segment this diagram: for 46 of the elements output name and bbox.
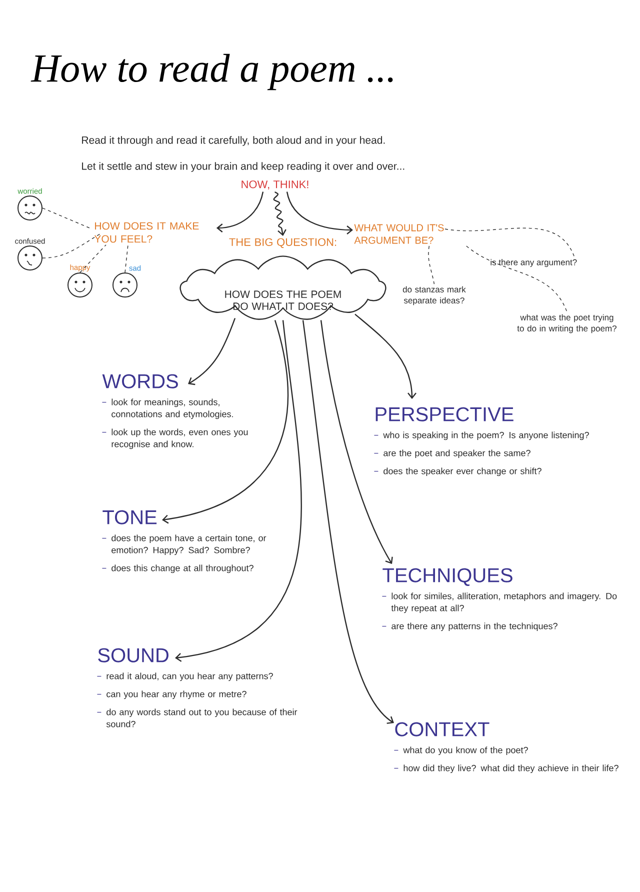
intro-text: Let it settle and stew in your brain and keep reading it over and over... [82, 162, 404, 172]
bullet-text: who is speaking in the poem? Is anyone listening? [374, 432, 589, 440]
bullet-text: look for similes, alliteration, metaphors and imagery. Do they repeat at all? [382, 592, 617, 614]
section-heading: SOUND [98, 648, 168, 662]
bullet-text: does the poem have a certain tone, or emotion? Happy? Sad? Sombre? [102, 534, 266, 556]
arrow [286, 192, 353, 234]
note-text: what was the poet trying to do in writing the poem? [517, 314, 616, 334]
bullet-text: can you hear any rhyme or metre? [96, 690, 246, 700]
bullet-text: does the speaker ever change or shift? [374, 468, 542, 476]
bullet-text: look up the words, even ones you recognise and know. [102, 428, 248, 450]
intro-text: Read it through and read it carefully, both aloud and in your head. [82, 136, 385, 146]
connector-line [124, 244, 128, 273]
arrow [354, 314, 416, 400]
section-heading: PERSPECTIVE [376, 407, 514, 422]
bullet-text: does this change at all throughout? [102, 564, 254, 574]
connector-line [42, 234, 100, 258]
bullet-text: are the poet and speaker the same? [374, 450, 530, 458]
bullet-text: what do you know of the poet? [394, 746, 528, 756]
connector-line [444, 228, 575, 258]
question-text: HOW DOES THE POEM DO WHAT IT DOES? [225, 290, 341, 310]
bullet-text: are there any patterns in the techniques? [382, 622, 558, 632]
bullet-text: look for meanings, sounds, connotations and etymologies. [102, 398, 233, 420]
connector-line [42, 208, 92, 230]
note-text: do stanzas mark separate ideas? [402, 286, 466, 306]
section-heading: CONTEXT [395, 722, 490, 736]
connector-line [466, 246, 568, 312]
arrow [175, 320, 302, 662]
bullet-text: do any words stand out to you because of their sound? [96, 708, 298, 728]
arrow [273, 191, 286, 236]
prompt-text: NOW, THINK! [242, 180, 308, 190]
arrow [216, 192, 264, 232]
arrow [302, 320, 394, 724]
connector-line [428, 246, 435, 284]
section-heading: TONE [102, 510, 157, 524]
section-heading: TECHNIQUES [382, 568, 512, 586]
note-text: is there any argument? [490, 259, 577, 267]
arrow [320, 320, 393, 564]
question-text: WHAT WOULD IT'S ARGUMENT BE? [354, 224, 444, 244]
title: How to read a poem ... [30, 54, 393, 90]
section-heading: WORDS [102, 374, 178, 388]
arrow [162, 320, 289, 524]
heading: THE BIG QUESTION: [229, 238, 336, 248]
bullet-text: read it aloud, can you hear any patterns? [96, 672, 273, 682]
connector-line [80, 244, 106, 273]
bullet-text: how did they live? what did they achieve in their life? [394, 764, 618, 774]
question-text: HOW DOES IT MAKE YOU FEEL? [94, 222, 199, 243]
